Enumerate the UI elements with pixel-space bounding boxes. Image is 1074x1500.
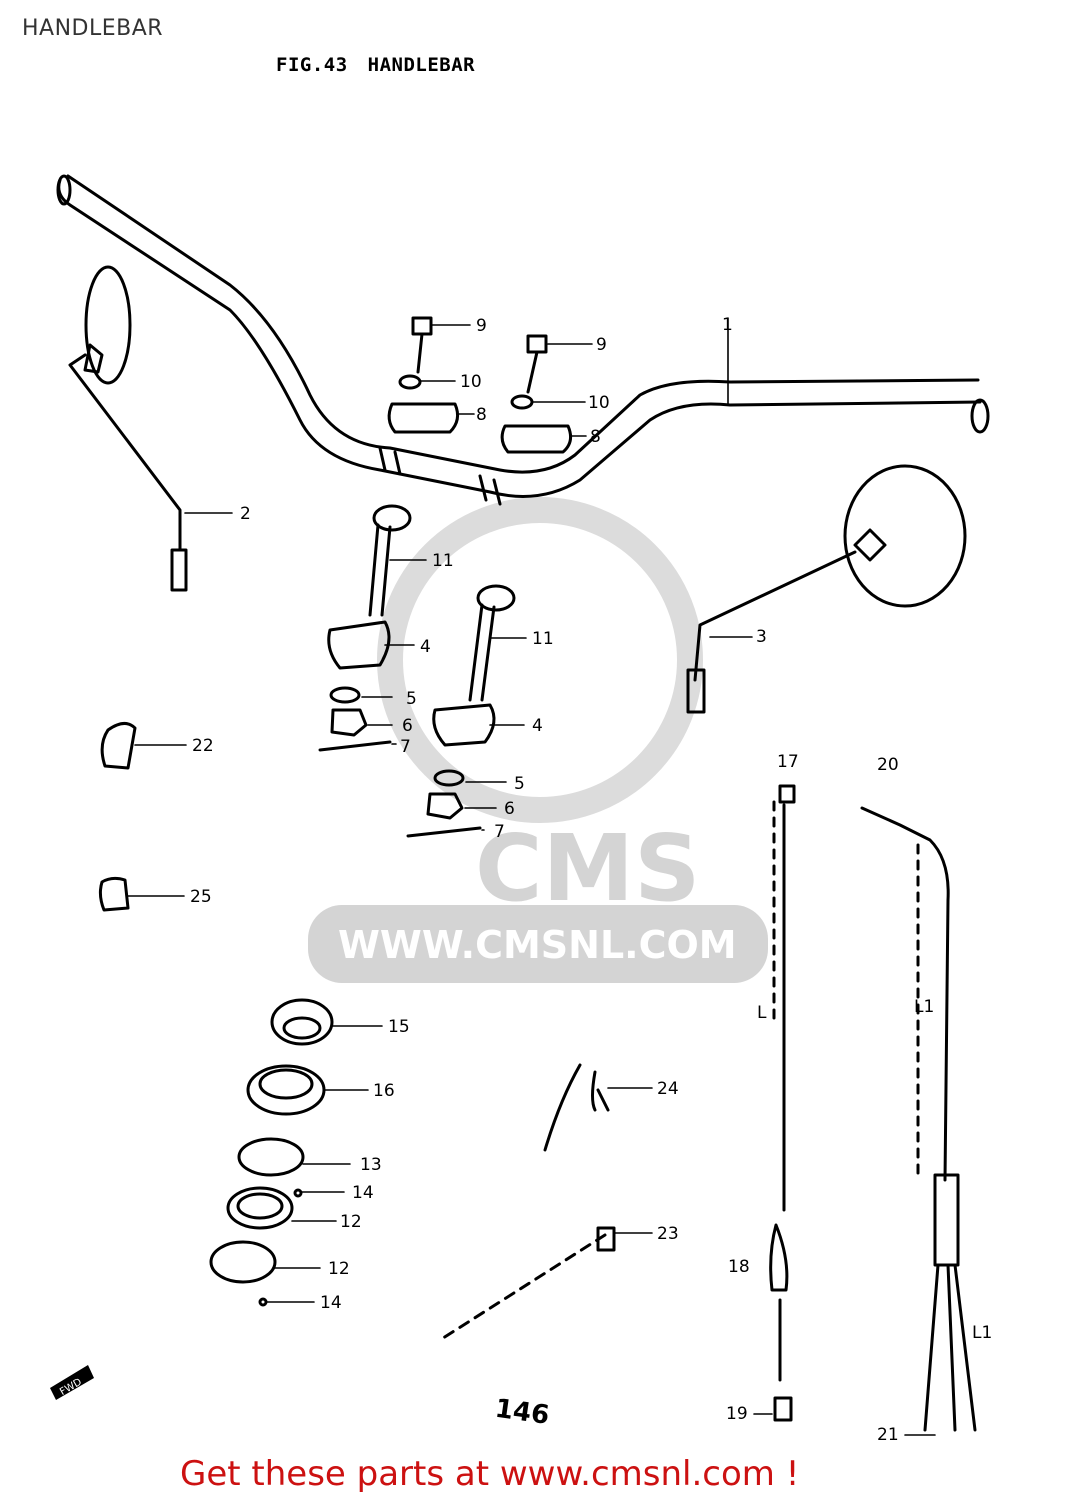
callout-8: 8 (476, 405, 487, 425)
callout-4: 4 (420, 637, 431, 657)
figure-name: HANDLEBAR (367, 54, 476, 76)
callout-9-right: 9 (596, 335, 607, 355)
callout-5-right: 5 (514, 774, 525, 794)
handlebar-part (56, 174, 990, 506)
figure-number: FIG.43 (276, 54, 348, 76)
callout-2: 2 (240, 504, 251, 524)
callout-24: 24 (657, 1079, 679, 1099)
callout-6: 6 (402, 716, 413, 736)
callout-22: 22 (192, 736, 214, 756)
callout-12: 12 (340, 1212, 362, 1232)
callout-12-lower: 12 (328, 1259, 350, 1279)
page-header: HANDLEBAR (22, 16, 164, 41)
callout-11-right: 11 (532, 629, 554, 649)
callout-1: 1 (722, 315, 733, 335)
callout-10: 10 (460, 372, 482, 392)
callout-19: 19 (726, 1404, 748, 1424)
callout-7-right: 7 (494, 822, 505, 842)
holder-right (406, 703, 496, 838)
callout-3: 3 (756, 627, 767, 647)
callout-20: 20 (877, 755, 899, 775)
callout-16: 16 (373, 1081, 395, 1101)
callout-9: 9 (476, 316, 487, 336)
upper-clamp-right (500, 334, 573, 454)
fwd-arrow: FWD (50, 1365, 94, 1400)
watermark: CMS WWW.CMSNL.COM (308, 497, 768, 983)
callout-labels: 1 2 3 4 4 5 5 6 6 7 7 8 8 9 9 10 10 11 1… (190, 315, 992, 1445)
right-mirror-part (686, 464, 967, 714)
holder-bolt-right (468, 584, 516, 702)
throttle-cable (860, 806, 977, 1432)
left-mirror-part (68, 265, 188, 592)
callout-15: 15 (388, 1017, 410, 1037)
callout-4-right: 4 (532, 716, 543, 736)
watermark-url: WWW.CMSNL.COM (338, 923, 737, 967)
callout-10-right: 10 (588, 393, 610, 413)
callout-11: 11 (432, 551, 454, 571)
callout-21: 21 (877, 1425, 899, 1445)
figure-title: FIG.43 HANDLEBAR (276, 54, 495, 76)
callout-18: 18 (728, 1257, 750, 1277)
length-label-l1-lower: L1 (972, 1323, 992, 1343)
upper-clamp-left (387, 316, 460, 434)
holder-left (318, 620, 392, 752)
page-reference: 146 (493, 1394, 551, 1431)
callout-7: 7 (400, 737, 411, 757)
clip-22 (100, 722, 137, 770)
callout-5: 5 (406, 689, 417, 709)
callout-8-right: 8 (590, 427, 601, 447)
callout-23: 23 (657, 1224, 679, 1244)
clip-25 (98, 876, 130, 912)
holder-bolt-left (368, 504, 412, 617)
parts-cta-link[interactable]: Get these parts at www.cmsnl.com ! (180, 1454, 800, 1494)
clutch-cable (769, 784, 796, 1422)
watermark-brand: CMS (475, 815, 700, 922)
steering-parts (209, 998, 334, 1307)
callout-13: 13 (360, 1155, 382, 1175)
callout-25: 25 (190, 887, 212, 907)
callout-6-right: 6 (504, 799, 515, 819)
bracket-24 (543, 1063, 610, 1152)
length-label-l1: L1 (914, 997, 934, 1017)
cable-23 (438, 1226, 616, 1342)
callout-17: 17 (777, 752, 799, 772)
leader-lines (127, 317, 936, 1436)
length-label-l: L (757, 1003, 767, 1023)
callout-14-lower: 14 (320, 1293, 342, 1313)
callout-14: 14 (352, 1183, 374, 1203)
